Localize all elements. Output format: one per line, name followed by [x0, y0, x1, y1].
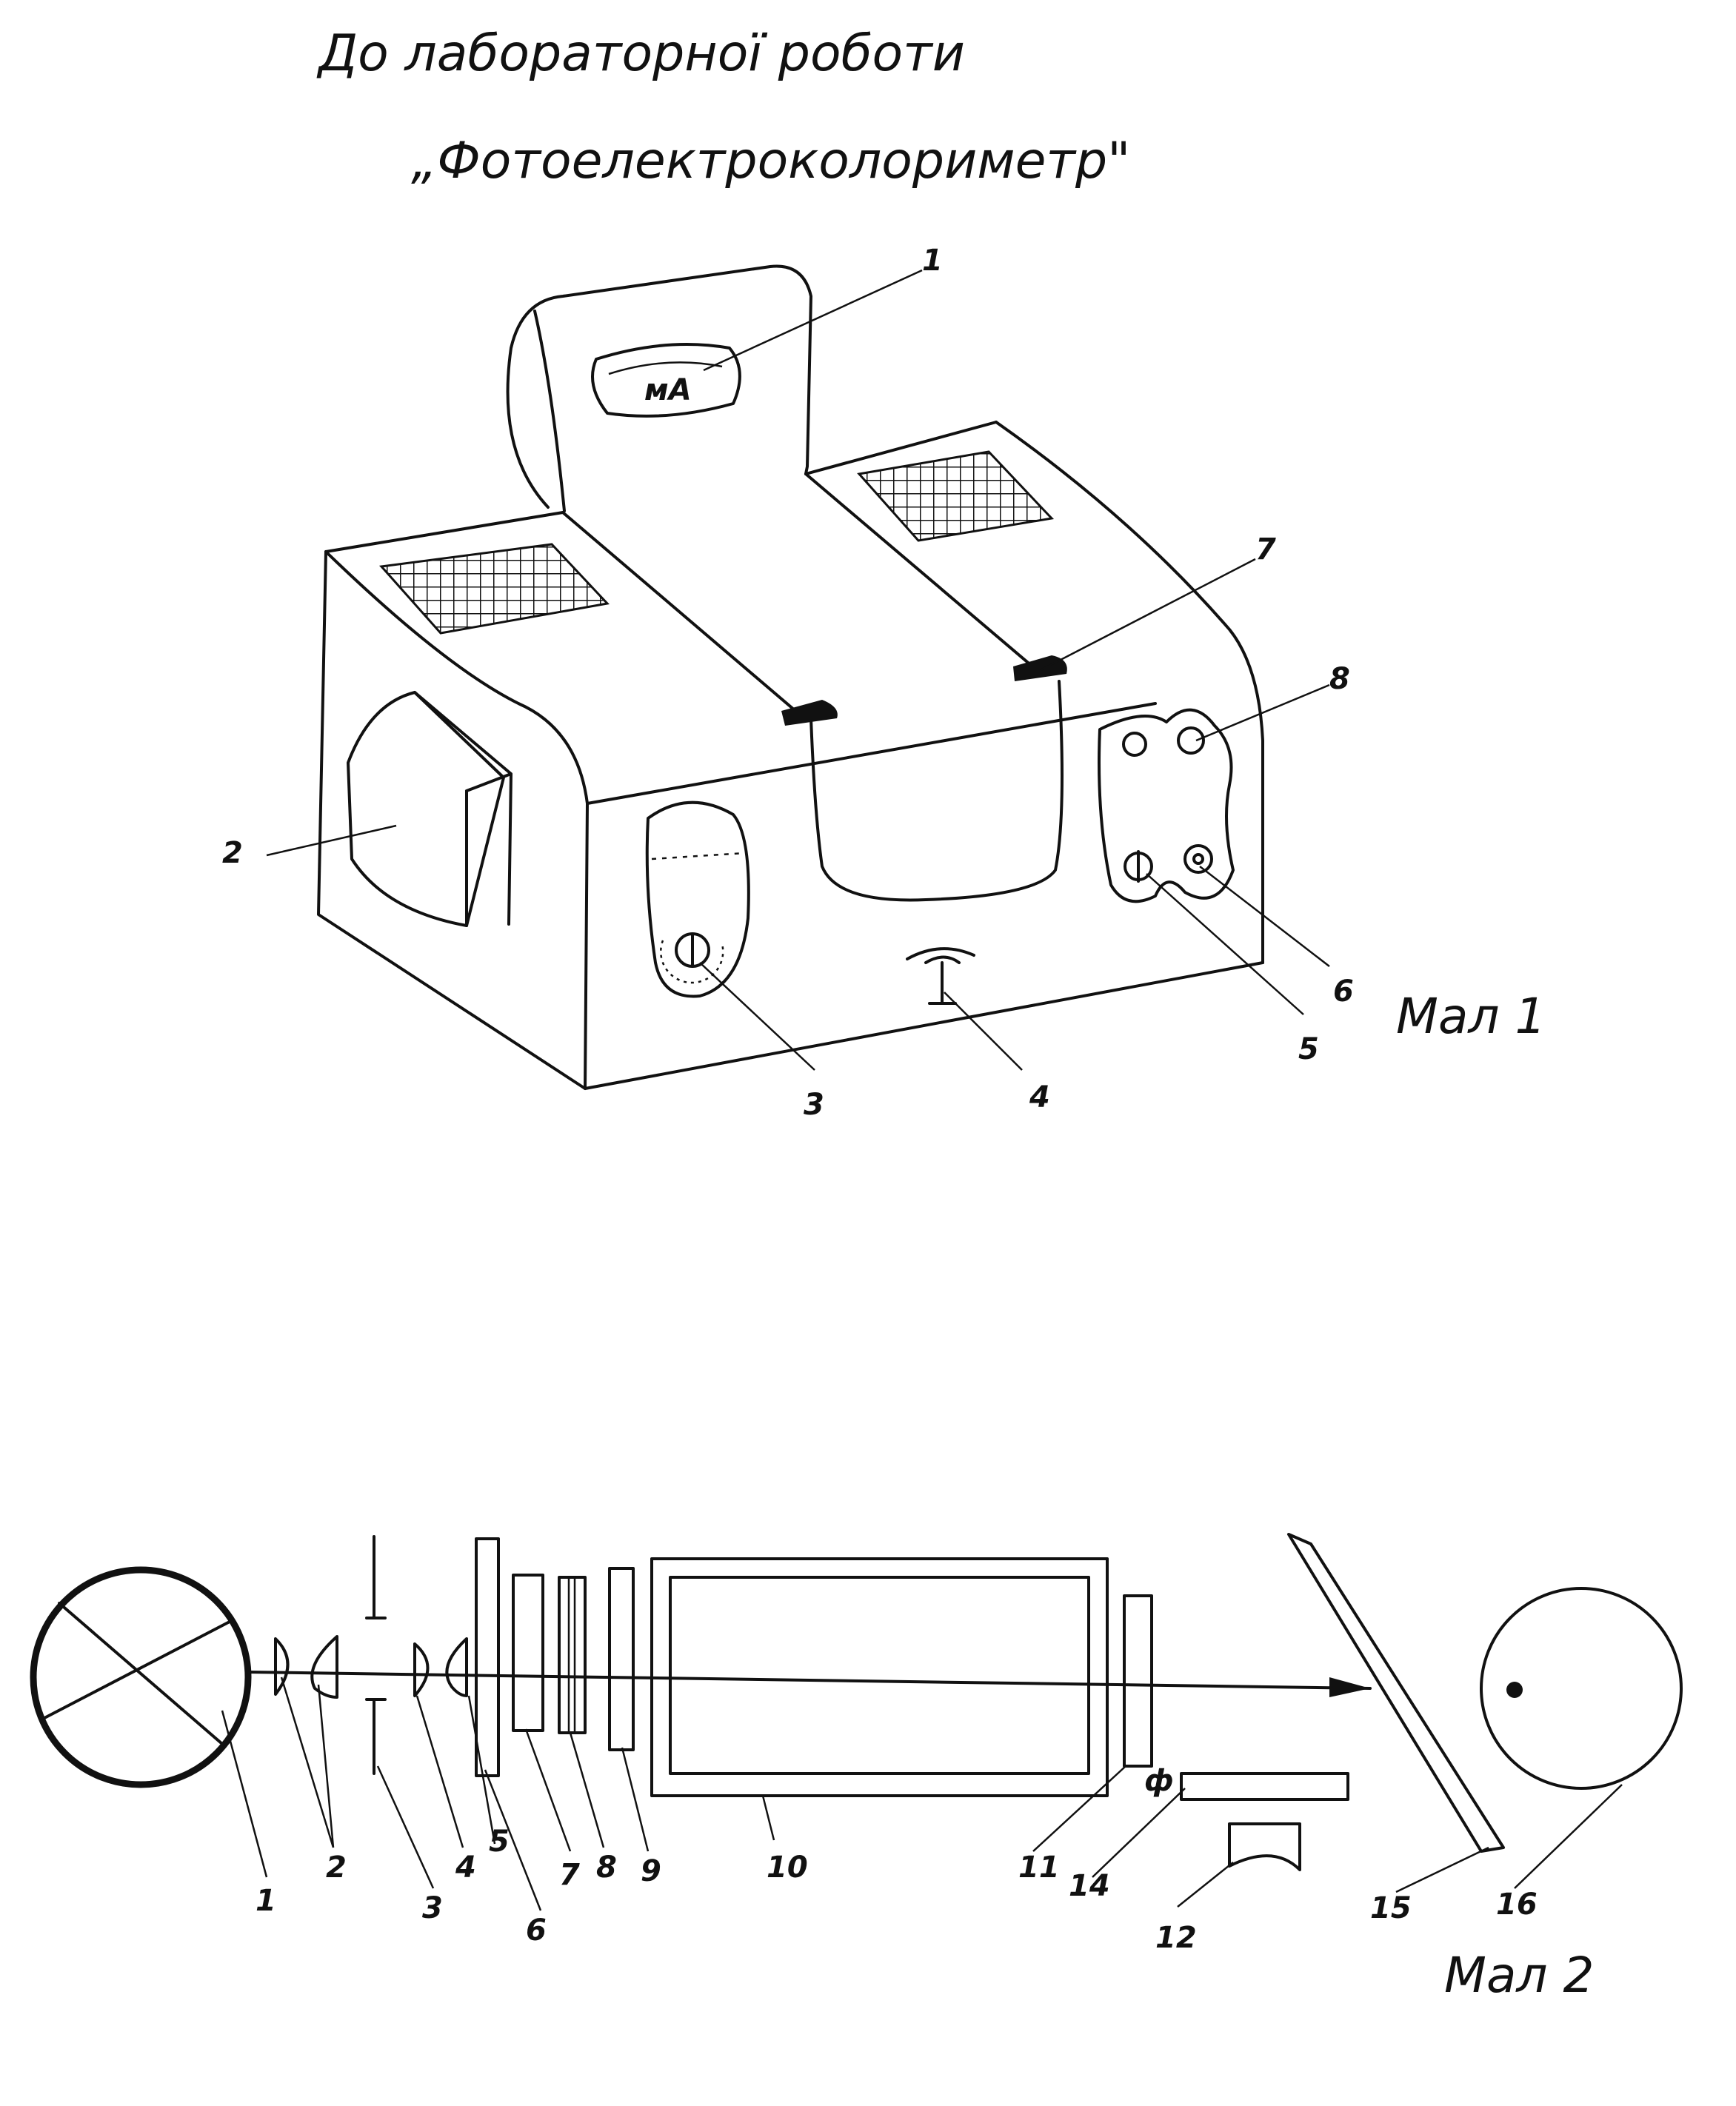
- control-knob-6[interactable]: [1184, 844, 1213, 874]
- fig1-label-4: 4: [1029, 1080, 1050, 1114]
- meter-housing-edge: [533, 310, 566, 512]
- vent-grille-right: [857, 450, 1055, 542]
- cuvette-inner: [669, 1576, 1090, 1775]
- regulator-scale: [651, 852, 745, 860]
- lamp: [30, 1566, 252, 1788]
- element-14: [1180, 1772, 1349, 1801]
- objective-lens-a: [413, 1642, 430, 1697]
- fig2-label-14: 14: [1069, 1869, 1110, 1903]
- fig2-label-9: 9: [641, 1854, 661, 1888]
- fig1-label-1: 1: [922, 244, 943, 278]
- beam-splitter: [1287, 1533, 1505, 1853]
- fig2-label-12: 12: [1155, 1921, 1197, 1955]
- axis-arrow: [1329, 1677, 1370, 1697]
- fig2-mark-f: ф: [1144, 1764, 1174, 1798]
- fig1-caption: Мал 1: [1396, 988, 1546, 1045]
- fig2-label-11: 11: [1018, 1851, 1060, 1885]
- filter-switch[interactable]: [924, 955, 961, 1005]
- fig2-label-15: 15: [1370, 1891, 1412, 1925]
- title-line-2: „Фотоелектроколориметр": [411, 132, 1130, 190]
- fig1-label-5: 5: [1298, 1032, 1319, 1066]
- regulator-knob-ticks: [659, 940, 724, 984]
- figure-1-device: мА: [266, 264, 1330, 1090]
- element-6-plate: [475, 1537, 500, 1777]
- fig2-label-8: 8: [596, 1851, 617, 1885]
- cuvette-channel-left-rail: [561, 511, 801, 716]
- light-source-window: [347, 691, 505, 927]
- fig2-label-1: 1: [256, 1884, 276, 1918]
- device-front-top-edge: [586, 702, 1157, 805]
- meter-unit-label: мА: [644, 373, 692, 407]
- device-left-face: [317, 550, 589, 1090]
- optical-axis: [247, 1671, 1372, 1690]
- cuvette-handle-left: [781, 700, 838, 726]
- lamp-cross: [43, 1602, 231, 1745]
- vent-grille-left: [378, 543, 610, 635]
- element-11: [1123, 1594, 1153, 1768]
- diaphragm: [365, 1535, 387, 1775]
- control-knob-8[interactable]: [1177, 726, 1205, 755]
- fig2-label-5: 5: [489, 1825, 510, 1859]
- fig2-label-3: 3: [422, 1891, 443, 1925]
- photodetector: [1480, 1587, 1683, 1790]
- photocell-12: [1228, 1822, 1301, 1871]
- cuvette-outer: [650, 1557, 1109, 1797]
- cuvette-handle-right: [1013, 655, 1067, 681]
- filter-7: [512, 1574, 544, 1732]
- device-front-face: [584, 961, 1264, 1090]
- control-plate: [1098, 708, 1235, 903]
- fig2-label-7: 7: [559, 1858, 580, 1892]
- fig2-label-4: 4: [455, 1851, 476, 1885]
- filter-9: [608, 1567, 635, 1751]
- fig1-label-8: 8: [1329, 662, 1350, 696]
- condenser-lens-a: [274, 1637, 290, 1696]
- leader-lines-fig1: [266, 269, 1330, 1071]
- cuvette-channel-front: [809, 680, 1064, 902]
- fig2-label-16: 16: [1496, 1888, 1538, 1922]
- filter-8-inner: [567, 1576, 576, 1734]
- fig2-label-2: 2: [326, 1851, 347, 1885]
- beam-focus-dot: [1506, 1682, 1523, 1698]
- meter-housing: [506, 264, 812, 509]
- regulator-panel: [645, 800, 750, 998]
- light-source-window-frame: [413, 691, 513, 927]
- milliammeter-window: [591, 343, 741, 418]
- fig2-label-6: 6: [526, 1913, 547, 1948]
- cuvette-channel-right-rail: [804, 472, 1038, 672]
- filter-8: [558, 1576, 587, 1734]
- control-knob-6-center: [1192, 853, 1204, 865]
- fig1-label-7: 7: [1255, 532, 1276, 566]
- leader-lines-fig2: [221, 1677, 1623, 1911]
- device-top-back-edge: [324, 421, 998, 553]
- fig1-label-2: 2: [222, 836, 243, 870]
- fig1-label-3: 3: [804, 1088, 824, 1122]
- device-top-right-edge: [995, 421, 1264, 964]
- control-hole: [1122, 732, 1147, 757]
- figure-2-optical-scheme: [30, 1533, 1683, 1911]
- filter-switch-arrow: [906, 947, 975, 960]
- objective-lens-b: [445, 1637, 468, 1697]
- meter-scale: [608, 361, 723, 375]
- title-line-1: До лабораторної роботи: [316, 24, 965, 83]
- fig2-caption: Мал 2: [1444, 1947, 1595, 2004]
- fig1-label-6: 6: [1333, 975, 1354, 1009]
- fig2-label-10: 10: [767, 1851, 808, 1885]
- condenser-lens-b: [310, 1635, 338, 1699]
